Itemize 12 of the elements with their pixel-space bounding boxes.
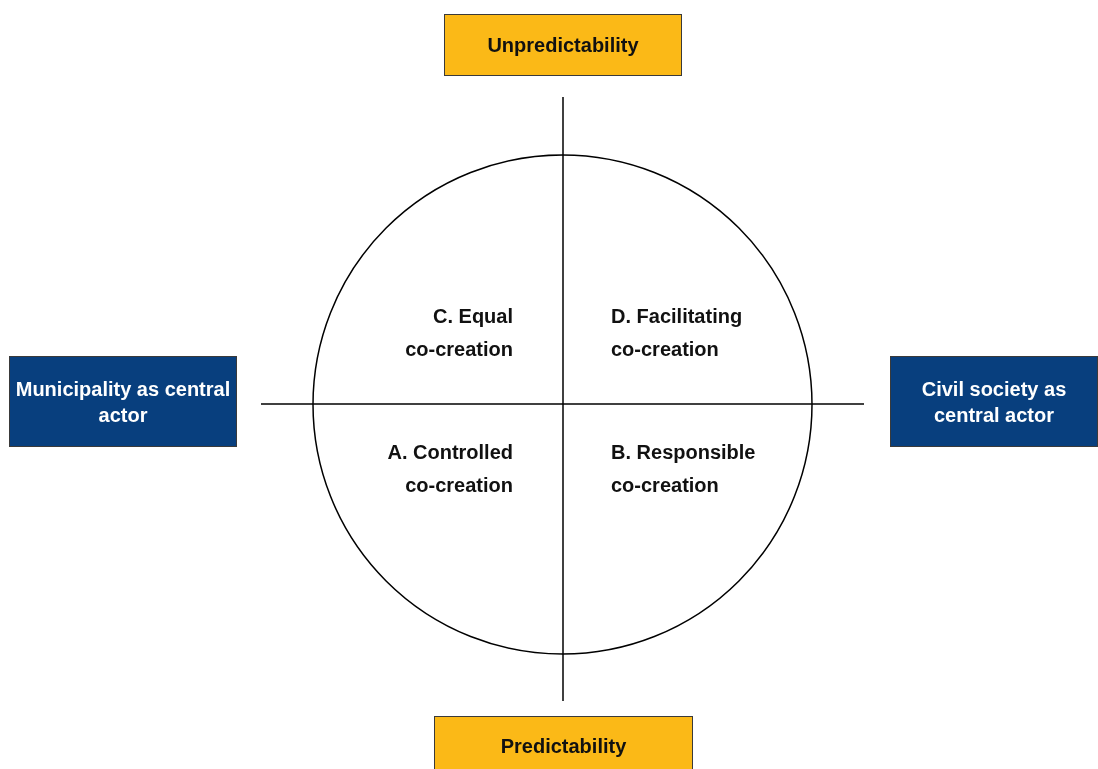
axis-label: Municipality as central actor: [14, 376, 232, 428]
quadrant-label: D. Facilitating co-creation: [611, 304, 744, 362]
axis-label-box: [434, 716, 693, 769]
quadrant-label: B. Responsible co-creation: [611, 440, 757, 498]
quadrant-label: C. Equal co-creation: [404, 304, 513, 362]
axis-label: Unpredictability: [487, 33, 639, 58]
axis-label: Predictability: [500, 734, 627, 759]
axis-label-box: [890, 356, 1098, 447]
axis-label-box: [9, 356, 237, 447]
axis-label-box: [444, 14, 682, 76]
axis-label: Civil society as central actor: [920, 376, 1068, 428]
quadrant-label: A. Controlled co-creation: [386, 440, 513, 498]
